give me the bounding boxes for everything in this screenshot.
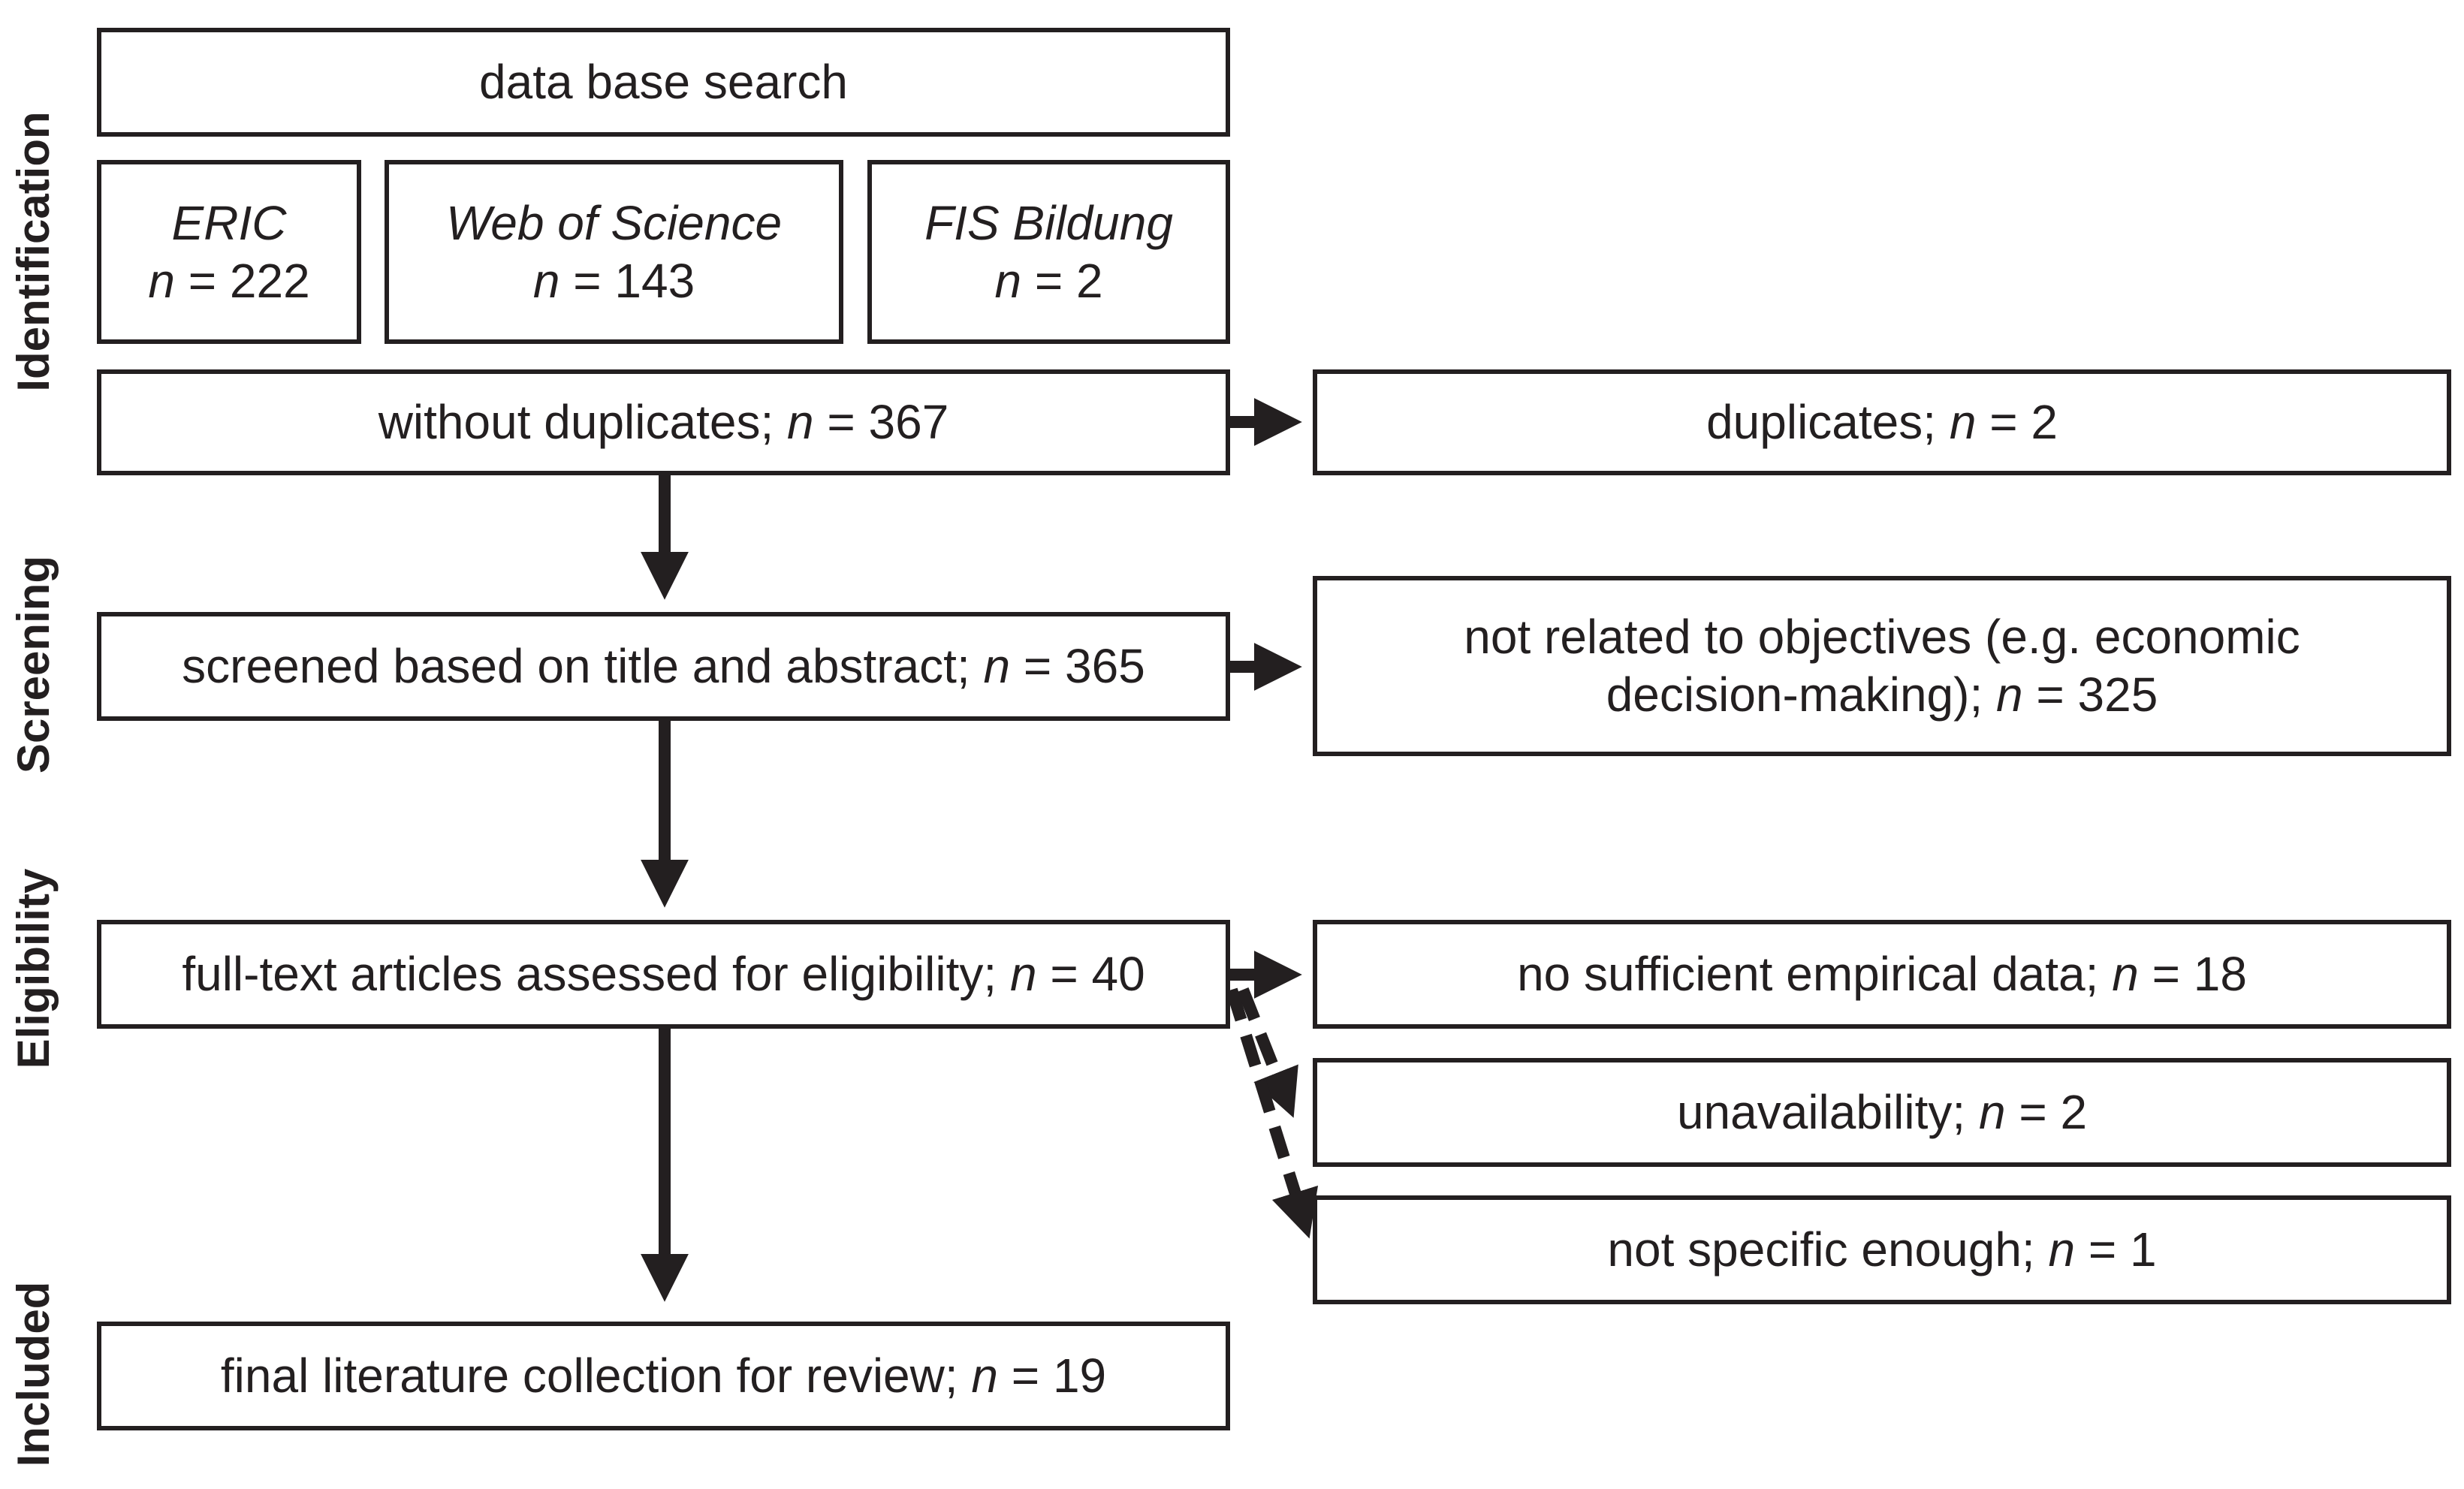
final-collection-count: = 19 (998, 1349, 1107, 1403)
n-label: n (2048, 1222, 2076, 1277)
duplicates-box: duplicates; n = 2 (1313, 369, 2451, 475)
source-web-of-science-name: Web of Science (445, 195, 783, 250)
full-text-box: full-text articles assessed for eligibil… (97, 920, 1230, 1029)
no-empirical-count: = 18 (2138, 947, 2247, 1002)
n-label: n (532, 253, 560, 308)
screened-box: screened based on title and abstract; n … (97, 612, 1230, 721)
n-label: n (983, 639, 1011, 694)
database-search-label: data base search (479, 55, 848, 110)
duplicates-text: duplicates; (1706, 395, 1950, 450)
unavailability-text: unavailability; (1676, 1085, 1979, 1140)
without-duplicates-box: without duplicates; n = 367 (97, 369, 1230, 475)
not-specific-text: not specific enough; (1607, 1222, 2049, 1277)
without-duplicates-text: without duplicates; (378, 395, 787, 450)
not-related-box: not related to objectives (e.g. economic… (1313, 576, 2451, 756)
not-specific-box: not specific enough; n = 1 (1313, 1195, 2451, 1304)
screened-text: screened based on title and abstract; (182, 639, 984, 694)
final-collection-text: final literature collection for review; (220, 1349, 972, 1403)
source-fis-bildung-count: = 2 (1021, 253, 1103, 308)
not-related-count: = 325 (2022, 668, 2158, 722)
without-duplicates-count: = 367 (813, 395, 949, 450)
n-label: n (1996, 668, 2023, 722)
source-eric-box: ERIC n = 222 (97, 160, 361, 344)
unavailability-box: unavailability; n = 2 (1313, 1058, 2451, 1167)
not-related-line-2: decision-making); (1606, 668, 1996, 722)
source-eric-count: = 222 (174, 253, 310, 308)
n-label: n (1978, 1085, 2006, 1140)
not-specific-count: = 1 (2075, 1222, 2157, 1277)
not-related-line-1: not related to objectives (e.g. economic (1464, 610, 2300, 665)
source-web-of-science-count: = 143 (559, 253, 695, 308)
source-web-of-science-box: Web of Science n = 143 (385, 160, 843, 344)
screened-count: = 365 (1010, 639, 1145, 694)
dashed-arrow-to-unavailability (1237, 987, 1298, 1118)
n-label: n (2112, 947, 2139, 1002)
n-label: n (1009, 947, 1037, 1002)
full-text-text: full-text articles assessed for eligibil… (182, 947, 1010, 1002)
final-collection-box: final literature collection for review; … (97, 1322, 1230, 1430)
dashed-arrow-to-not-specific (1226, 987, 1319, 1239)
source-fis-bildung-name: FIS Bildung (924, 195, 1173, 250)
full-text-count: = 40 (1036, 947, 1145, 1002)
n-label: n (148, 253, 175, 308)
unavailability-count: = 2 (2005, 1085, 2088, 1140)
n-label: n (994, 253, 1022, 308)
n-label: n (971, 1349, 998, 1403)
n-label: n (1949, 395, 1977, 450)
database-search-box: data base search (97, 28, 1230, 137)
source-eric-name: ERIC (171, 195, 287, 250)
no-empirical-text: no sufficient empirical data; (1517, 947, 2113, 1002)
n-label: n (787, 395, 814, 450)
no-empirical-box: no sufficient empirical data; n = 18 (1313, 920, 2451, 1029)
source-fis-bildung-box: FIS Bildung n = 2 (867, 160, 1230, 344)
duplicates-count: = 2 (1976, 395, 2058, 450)
